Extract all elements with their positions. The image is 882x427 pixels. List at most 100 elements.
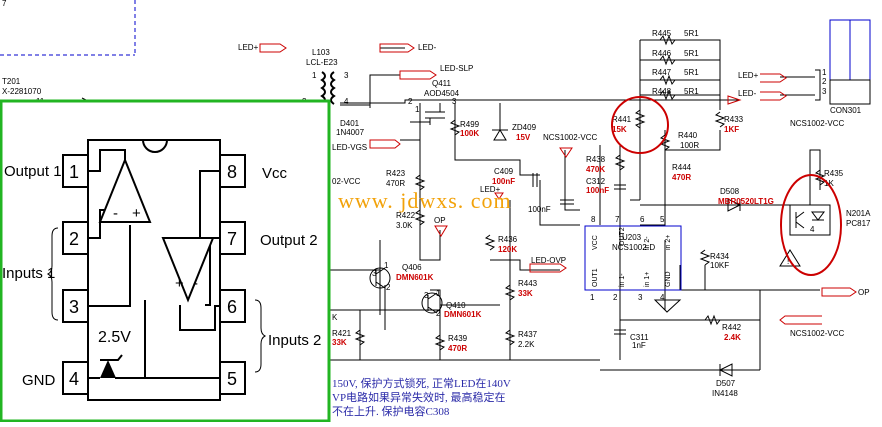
note-line-2: VP电路如果异常失效时, 最高稳定在 bbox=[332, 390, 506, 404]
u203-p5: 5 bbox=[660, 215, 665, 224]
r439-ref: R439 bbox=[448, 334, 468, 343]
r435-ref: R435 bbox=[824, 169, 844, 178]
r447-val: 5R1 bbox=[684, 68, 699, 77]
svg-text:2: 2 bbox=[436, 309, 441, 318]
diode-d508-symbol bbox=[727, 198, 742, 212]
net-led-vgs: LED-VGS bbox=[332, 143, 367, 152]
d508-ref: D508 bbox=[720, 187, 740, 196]
r433-val: 1KF bbox=[724, 125, 739, 134]
watermark-text: www. jdwxs. com bbox=[338, 188, 512, 213]
r437-val: 2.2K bbox=[518, 340, 535, 349]
opamp1-plus: + bbox=[132, 205, 141, 222]
zd409-ref: ZD409 bbox=[512, 123, 537, 132]
d401-ref: D401 bbox=[340, 119, 360, 128]
d508-val: MBR0520LT1G bbox=[718, 197, 774, 206]
transformer-pin4: 4 bbox=[344, 97, 349, 106]
r445-ref: R445 bbox=[652, 29, 672, 38]
r436-ref: R436 bbox=[498, 235, 518, 244]
dashed-box-outline bbox=[0, 0, 136, 56]
con-pin3: 3 bbox=[822, 87, 827, 96]
r448-ref: R448 bbox=[652, 87, 672, 96]
q411-val: AOD4504 bbox=[424, 89, 460, 98]
r446-ref: R446 bbox=[652, 49, 672, 58]
r439-val: 470R bbox=[448, 344, 467, 353]
c312-ref: C312 bbox=[586, 177, 606, 186]
resistor-symbols bbox=[354, 34, 826, 351]
net-led-plus-mid: LED+ bbox=[480, 185, 501, 194]
r442-val: 2.4K bbox=[724, 333, 741, 342]
r448-val: 5R1 bbox=[684, 87, 699, 96]
net-led-slp: LED-SLP bbox=[440, 64, 473, 73]
net-flags: LED+ LED- LED-SLP LED-VGS 02-VCC LED+ LE… bbox=[238, 43, 870, 338]
pin-1: 1 bbox=[69, 162, 79, 182]
u203-vcc: VCC bbox=[592, 235, 599, 250]
r422-val: 3.0K bbox=[396, 221, 413, 230]
opamp2-plus: + bbox=[175, 275, 184, 292]
r443-ref: R443 bbox=[518, 279, 538, 288]
corner-part: X-2281070 bbox=[2, 87, 42, 96]
net-vcc-left: 02-VCC bbox=[332, 177, 361, 186]
transformer-pin3: 3 bbox=[344, 71, 349, 80]
misc-pin-numbers: 2 3 1 3 1 2 3 1 2 bbox=[372, 97, 457, 318]
u203-p3: 3 bbox=[638, 293, 643, 302]
c311-ref: C311 bbox=[630, 333, 649, 342]
svg-text:3: 3 bbox=[452, 97, 457, 106]
opamp1-plus-wire bbox=[88, 225, 131, 307]
ic-u203: U203 NCS1002-D VCC OUT2 in 2- in 2+ OUT1… bbox=[584, 215, 682, 313]
u203-p8: 8 bbox=[591, 215, 596, 224]
q406-ref: Q406 bbox=[402, 263, 422, 272]
svg-text:!: ! bbox=[787, 257, 789, 266]
con-pin1: 1 bbox=[822, 68, 827, 77]
svg-text:2: 2 bbox=[408, 97, 413, 106]
u203-p2: 2 bbox=[613, 293, 618, 302]
u203-ref: U203 bbox=[622, 233, 642, 242]
r499-val: 100K bbox=[460, 129, 479, 138]
pin-4: 4 bbox=[69, 369, 79, 389]
label-inputs-1: Inputs 1 bbox=[2, 265, 55, 282]
svg-text:3: 3 bbox=[372, 269, 377, 278]
svg-text:1: 1 bbox=[384, 261, 389, 270]
net-led-minus-top: LED- bbox=[418, 43, 437, 52]
u203-in2p: in 2+ bbox=[665, 235, 672, 250]
r499-ref: R499 bbox=[460, 120, 480, 129]
r443-val: 33K bbox=[518, 289, 533, 298]
r423-val: 470R bbox=[386, 179, 405, 188]
r434-ref: R434 bbox=[710, 252, 730, 261]
corner-t201: T201 bbox=[2, 77, 21, 86]
pinout-inset: 1 2 3 4 8 7 6 5 - + + - 2.5V Output 1 In… bbox=[0, 99, 331, 423]
opamp1-output-wire bbox=[88, 149, 126, 172]
svg-text:4: 4 bbox=[810, 225, 815, 234]
u203-p4: 4 bbox=[660, 293, 665, 302]
svg-text:1: 1 bbox=[436, 289, 441, 298]
diode-d507-symbol bbox=[718, 363, 733, 377]
u203-p7: 7 bbox=[615, 215, 620, 224]
net-ncs-mid: NCS1002-VCC bbox=[543, 133, 597, 142]
n201a-ref: N201A bbox=[846, 209, 871, 218]
vref-label: 2.5V bbox=[98, 329, 131, 346]
c312-val: 100nF bbox=[586, 186, 609, 195]
opamp2-minus: - bbox=[193, 275, 198, 292]
r423-ref: R423 bbox=[386, 169, 406, 178]
u203-in2m: in 2- bbox=[644, 236, 651, 250]
net-op-top: OP bbox=[434, 216, 446, 225]
r447-ref: R447 bbox=[652, 68, 672, 77]
net-led-plus-top: LED+ bbox=[238, 43, 259, 52]
r421-ref: R421 bbox=[332, 329, 352, 338]
u203-part: NCS1002-D bbox=[612, 243, 655, 252]
r446-val: 5R1 bbox=[684, 49, 699, 58]
pin-5: 5 bbox=[227, 369, 237, 389]
u203-in1p: in 1+ bbox=[644, 272, 651, 287]
note-line-1: 150V, 保护方式锁死, 正常LED在140V bbox=[332, 376, 511, 390]
con-led-plus: LED+ bbox=[738, 71, 759, 80]
u203-in1m: in 1- bbox=[619, 273, 626, 287]
label-vcc: Vcc bbox=[262, 165, 288, 182]
r440-val: 100R bbox=[680, 141, 699, 150]
label-output-1: Output 1 bbox=[4, 163, 62, 180]
r435-val: 1K bbox=[824, 179, 834, 188]
transformer-pin1: 1 bbox=[312, 71, 317, 80]
r422-ref: R422 bbox=[396, 211, 416, 220]
r421-val: 33K bbox=[332, 338, 347, 347]
q410-ref: Q410 bbox=[446, 301, 466, 310]
pin-8: 8 bbox=[227, 162, 237, 182]
capacitor-symbols bbox=[532, 173, 626, 335]
